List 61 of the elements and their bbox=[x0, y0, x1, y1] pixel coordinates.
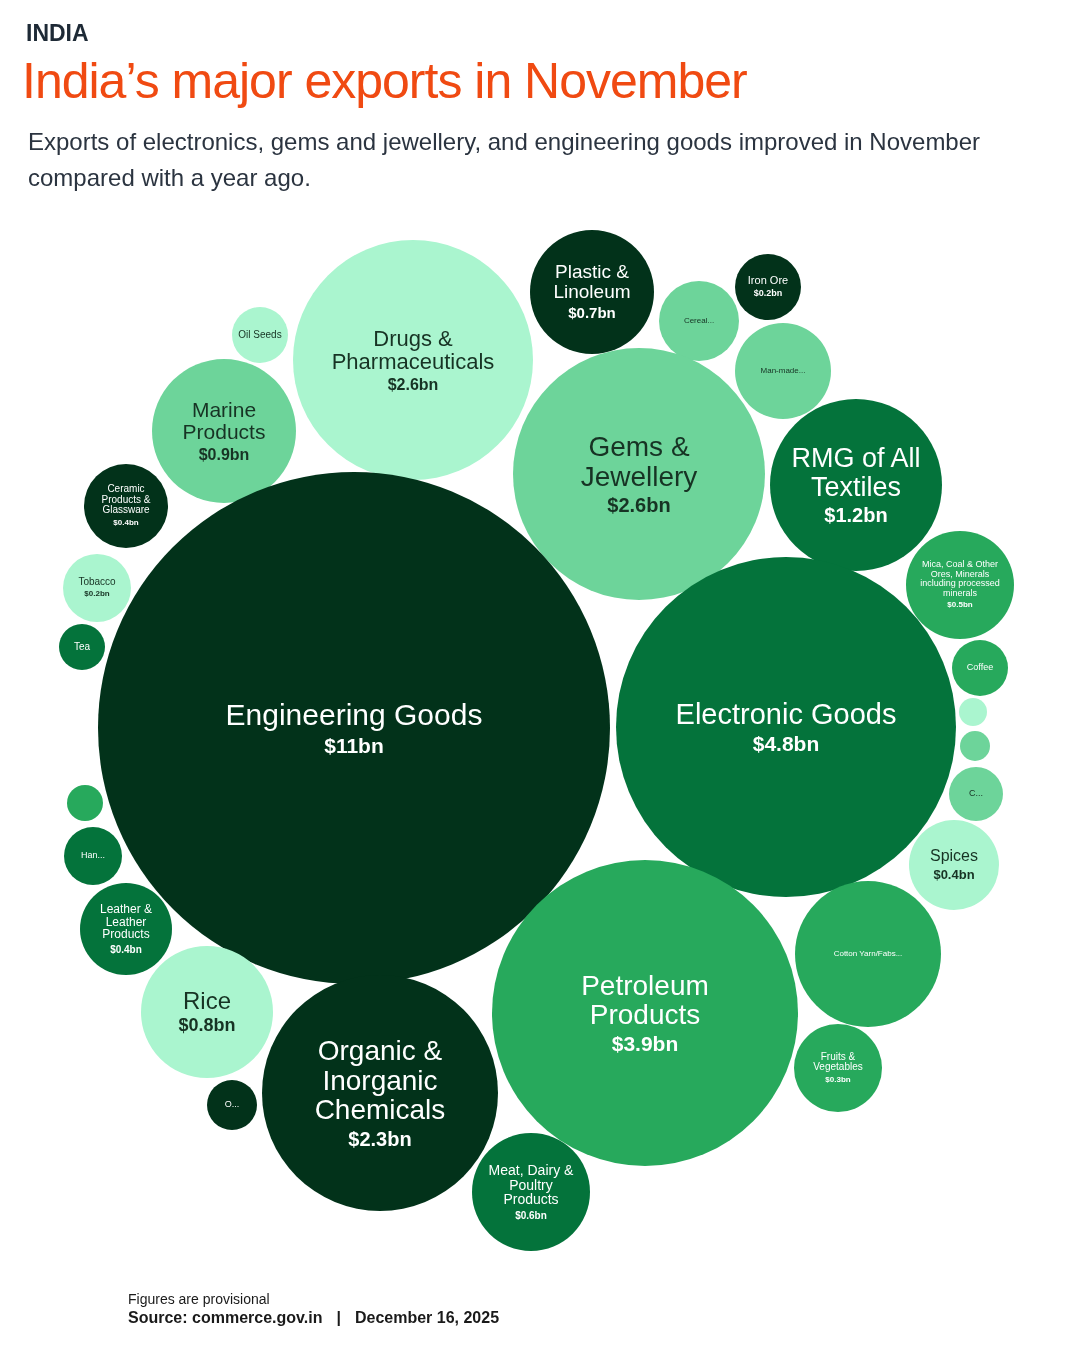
category-name: Organic & Inorganic Chemicals bbox=[313, 1036, 447, 1125]
title: India’s major exports in November bbox=[22, 52, 747, 110]
category-name: Leather & Leather Products bbox=[98, 903, 153, 941]
export-value: $0.9bn bbox=[198, 445, 250, 464]
export-value: $0.7bn bbox=[568, 305, 616, 322]
export-value: $0.2bn bbox=[84, 590, 110, 600]
category-name: Electronic Goods bbox=[675, 698, 897, 730]
export-value: $2.3bn bbox=[348, 1127, 412, 1150]
source-text: Source: commerce.gov.in bbox=[128, 1308, 323, 1328]
export-value: $3.9bn bbox=[611, 1032, 679, 1056]
category-name: Meat, Dairy & Poultry Products bbox=[487, 1162, 575, 1208]
subtitle: Exports of electronics, gems and jewellery, and engineering goods improved in November compared with a year ago. bbox=[28, 127, 982, 193]
category-name: Petroleum Products bbox=[580, 970, 710, 1030]
export-value: $0.4bn bbox=[933, 867, 975, 883]
category-name: Tea bbox=[73, 641, 91, 653]
bubble bbox=[959, 698, 987, 726]
category-name: Iron Ore bbox=[747, 274, 789, 287]
category-name: Oil Seeds bbox=[238, 329, 282, 341]
country-kicker: INDIA bbox=[26, 20, 89, 47]
category-name: Fruits & Vegetables bbox=[812, 1051, 864, 1073]
category-name: Cotton Yarn/Fabs... bbox=[833, 949, 903, 959]
export-value: $2.6bn bbox=[607, 493, 671, 516]
separator: | bbox=[336, 1308, 341, 1328]
category-bubble bbox=[59, 624, 105, 670]
date-text: December 16, 2025 bbox=[354, 1308, 500, 1328]
export-value: $0.6bn bbox=[515, 1210, 547, 1222]
category-bubble bbox=[949, 767, 1003, 821]
bubble bbox=[960, 731, 990, 761]
category-name: Engineering Goods bbox=[225, 699, 483, 731]
category-name: Plastic & Linoleum bbox=[552, 262, 632, 303]
export-value: $0.4bn bbox=[110, 943, 142, 955]
category-bubble bbox=[232, 307, 288, 363]
category-name: Marine Products bbox=[181, 398, 267, 443]
category-name: Coffee bbox=[966, 663, 994, 673]
category-bubble bbox=[952, 640, 1008, 696]
category-bubble bbox=[207, 1080, 257, 1130]
bubble bbox=[67, 785, 103, 821]
category-name: C... bbox=[969, 789, 983, 799]
category-name: Spices bbox=[930, 847, 978, 865]
category-name: Han... bbox=[81, 851, 105, 861]
category-name: Gems & Jewellery bbox=[579, 432, 699, 491]
note: Figures are provisional bbox=[128, 1290, 271, 1308]
export-value: $1.2bn bbox=[824, 503, 888, 526]
export-value: $0.5bn bbox=[947, 600, 973, 610]
category-name: Tobacco bbox=[78, 576, 116, 588]
category-name: Ceramic Products & Glassware bbox=[100, 484, 152, 516]
export-value: $2.6bn bbox=[387, 375, 439, 394]
category-name: O... bbox=[224, 1100, 240, 1110]
category-name: Cereal... bbox=[683, 316, 715, 326]
export-value: $11bn bbox=[324, 733, 384, 757]
export-value: $4.8bn bbox=[752, 732, 820, 756]
export-value: $0.2bn bbox=[753, 289, 783, 300]
category-name: Man-made... bbox=[760, 366, 806, 376]
category-name: Drugs & Pharmaceuticals bbox=[330, 326, 496, 373]
category-bubble bbox=[64, 827, 122, 885]
category-name: RMG of All Textiles bbox=[790, 444, 922, 501]
export-value: $0.3bn bbox=[825, 1075, 851, 1085]
category-name: Mica, Coal & Other Ores, Minerals including processed minerals bbox=[919, 560, 1001, 598]
category-name: Rice bbox=[183, 988, 231, 1014]
export-value: $0.8bn bbox=[178, 1016, 236, 1036]
export-value: $0.4bn bbox=[113, 518, 139, 528]
